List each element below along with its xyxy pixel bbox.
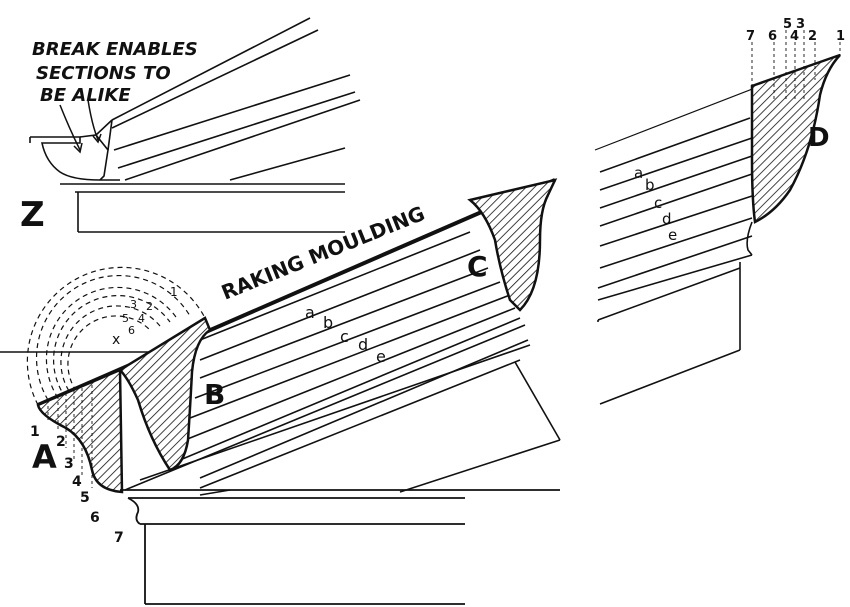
note-text: BREAK ENABLES SECTIONS TO BE ALIKE <box>32 39 198 106</box>
d-number-3: 3 <box>796 17 805 32</box>
a-number-5: 5 <box>80 490 90 506</box>
d-letter-c: c <box>654 194 662 212</box>
detail-z <box>29 17 361 233</box>
construction-arcs <box>26 266 206 406</box>
arc-number-6: 6 <box>128 324 135 337</box>
a-number-2: 2 <box>56 434 66 450</box>
section-d-fillet <box>746 221 753 256</box>
a-number-1: 1 <box>30 424 40 440</box>
profile-numbers-d: 1 2 3 4 5 6 7 <box>746 17 845 44</box>
d-number-4: 4 <box>790 29 799 44</box>
section-b <box>117 316 212 472</box>
d-number-1: 1 <box>836 29 845 44</box>
arc-number-4: 4 <box>138 312 145 325</box>
section-a <box>36 368 124 494</box>
main-letter-c: c <box>340 327 349 346</box>
note-arrow <box>59 99 102 154</box>
note-line-2: SECTIONS TO <box>36 63 171 84</box>
note-line-1: BREAK ENABLES <box>32 39 198 60</box>
a-number-3: 3 <box>64 456 74 472</box>
d-letter-b: b <box>645 176 655 194</box>
arc-number-3: 3 <box>130 298 137 311</box>
projection-lines-a <box>47 385 93 488</box>
label-x: x <box>112 332 120 348</box>
main-letter-e: e <box>376 347 386 366</box>
main-letter-a: a <box>305 303 315 322</box>
detail-d <box>594 54 841 405</box>
label-c: C <box>467 250 488 283</box>
d-number-2: 2 <box>808 29 817 44</box>
d-number-5: 5 <box>783 17 792 32</box>
line-letters-d: a b c d e <box>634 164 677 244</box>
d-number-6: 6 <box>768 29 777 44</box>
d-number-7: 7 <box>746 29 755 44</box>
profile-numbers-a: 1 2 3 4 5 6 7 <box>30 424 124 546</box>
a-number-7: 7 <box>114 530 124 546</box>
d-letter-d: d <box>662 210 672 228</box>
label-d: D <box>808 123 830 153</box>
raking-moulding-title: RAKING MOULDING <box>218 201 428 305</box>
label-z: Z <box>20 195 45 235</box>
arc-number-1: 1 <box>170 285 178 299</box>
arc-number-2: 2 <box>146 300 153 313</box>
arc-number-5: 5 <box>122 312 129 325</box>
a-number-4: 4 <box>72 474 82 490</box>
main-letter-d: d <box>358 335 368 354</box>
a-number-6: 6 <box>90 510 100 526</box>
d-letter-a: a <box>634 164 643 182</box>
note-line-3: BE ALIKE <box>40 85 131 106</box>
label-b: B <box>204 378 225 411</box>
raking-title: RAKING MOULDING <box>218 201 428 305</box>
horizontal-cornice <box>120 489 560 605</box>
line-letters-main: a b c d e <box>305 303 386 366</box>
profile-numbers-arcs: 1 2 3 4 5 6 <box>122 285 178 337</box>
d-letter-e: e <box>668 226 677 244</box>
projection-lines-d <box>751 30 841 100</box>
label-a: A <box>32 438 57 476</box>
main-letter-b: b <box>323 313 333 332</box>
section-c <box>467 178 558 312</box>
